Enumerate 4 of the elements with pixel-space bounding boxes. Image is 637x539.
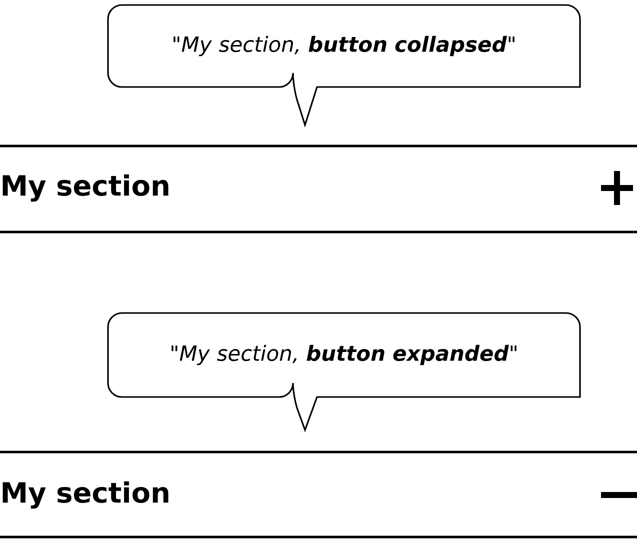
section-heading: My section	[2, 174, 168, 202]
speech-bubble: "My section, button collapsed"	[107, 4, 581, 126]
section-heading: My section	[2, 481, 168, 509]
speech-bubble: "My section, button expanded"	[107, 312, 581, 431]
